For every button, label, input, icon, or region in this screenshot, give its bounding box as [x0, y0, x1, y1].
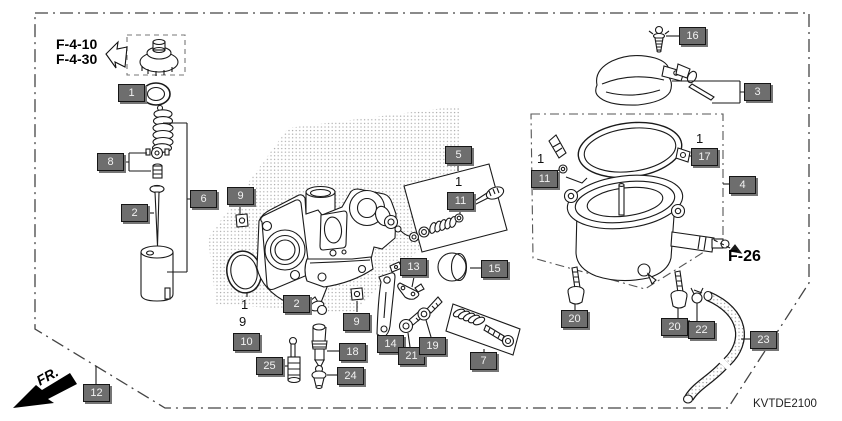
part-tag-10[interactable]: 10 [233, 333, 260, 351]
part-float-valve-18 [311, 323, 339, 370]
part-tag-2[interactable]: 2 [283, 295, 310, 313]
part-tag-20[interactable]: 20 [561, 310, 588, 328]
see-figure-ref-f26[interactable]: F-26 [728, 248, 761, 265]
part-tag-14[interactable]: 14 [377, 335, 404, 353]
part-tag-12[interactable]: 12 [83, 384, 110, 402]
part-screw-24 [311, 364, 337, 390]
part-tag-8[interactable]: 8 [97, 153, 124, 171]
part-jet-11-right [548, 134, 588, 184]
part-tag-11[interactable]: 11 [447, 192, 474, 210]
part-top-cover-3 [595, 55, 744, 106]
part-tag-5[interactable]: 5 [445, 146, 472, 164]
figure-number-9: 9 [239, 314, 247, 329]
see-figure-ref-f430[interactable]: F-4-30 [56, 51, 98, 67]
figure-number-1: 1 [455, 174, 463, 189]
part-link-13 [397, 276, 425, 300]
part-gasket-17 [577, 121, 691, 179]
part-valve-16 [648, 25, 679, 53]
part-tag-20[interactable]: 20 [661, 318, 688, 336]
part-tag-9[interactable]: 9 [343, 313, 370, 331]
part-nut-9-lower [350, 287, 364, 312]
f26-arrow [713, 239, 743, 254]
figure-number-1: 1 [696, 131, 704, 146]
kit-box-7 [445, 303, 521, 356]
part-hose-23 [682, 290, 750, 404]
see-figure-ref-f410[interactable]: F-4-10 [56, 36, 98, 52]
part-tag-13[interactable]: 13 [400, 258, 427, 276]
reference-cap-box [126, 34, 186, 76]
part-nut-9-upper [235, 205, 249, 228]
part-tag-6[interactable]: 6 [190, 190, 217, 208]
part-float-bowl [563, 174, 730, 285]
part-tag-17[interactable]: 17 [691, 148, 718, 166]
page-border [34, 12, 810, 409]
part-tag-2[interactable]: 2 [121, 204, 148, 222]
part-tag-15[interactable]: 15 [481, 260, 508, 278]
part-tag-3[interactable]: 3 [744, 83, 771, 101]
part-large-oring [226, 250, 262, 297]
part-piston-cylinder [140, 245, 174, 302]
reference-arrow-icon [105, 40, 128, 69]
figure-number-1: 1 [241, 297, 249, 312]
part-tag-23[interactable]: 23 [750, 331, 777, 349]
carburetor-body-drawing [256, 185, 410, 310]
part-screw-2-lower [309, 296, 328, 316]
part-tag-11[interactable]: 11 [531, 170, 558, 188]
part-drain-screw-20-left [567, 266, 585, 310]
part-cap-15 [437, 252, 481, 282]
leader-bracket-6 [163, 122, 190, 273]
part-tag-4[interactable]: 4 [729, 176, 756, 194]
part-tag-9[interactable]: 9 [227, 187, 254, 205]
part-needle-screw-2 [149, 184, 165, 247]
part-tag-22[interactable]: 22 [688, 321, 715, 339]
part-main-jet-25 [282, 336, 301, 384]
part-tag-7[interactable]: 7 [470, 352, 497, 370]
part-drain-screw-20-right [670, 270, 688, 318]
part-spring [151, 104, 174, 153]
part-oring-1 [141, 82, 171, 106]
leader-bracket-8 [123, 152, 151, 172]
part-valve-seat-8 [145, 146, 170, 179]
part-screw-19 [417, 296, 443, 338]
assembly-box-4 [530, 113, 724, 290]
figure-number-1: 1 [537, 151, 545, 166]
front-direction-arrow [13, 373, 77, 408]
diagram-code: KVTDE2100 [753, 398, 817, 410]
part-tag-16[interactable]: 16 [679, 27, 706, 45]
part-tag-1[interactable]: 1 [118, 84, 145, 102]
part-tag-24[interactable]: 24 [337, 367, 364, 385]
part-tag-19[interactable]: 19 [419, 337, 446, 355]
part-clip-22 [690, 287, 704, 321]
part-tag-25[interactable]: 25 [256, 357, 283, 375]
part-tag-21[interactable]: 21 [398, 347, 425, 365]
part-tag-18[interactable]: 18 [339, 343, 366, 361]
